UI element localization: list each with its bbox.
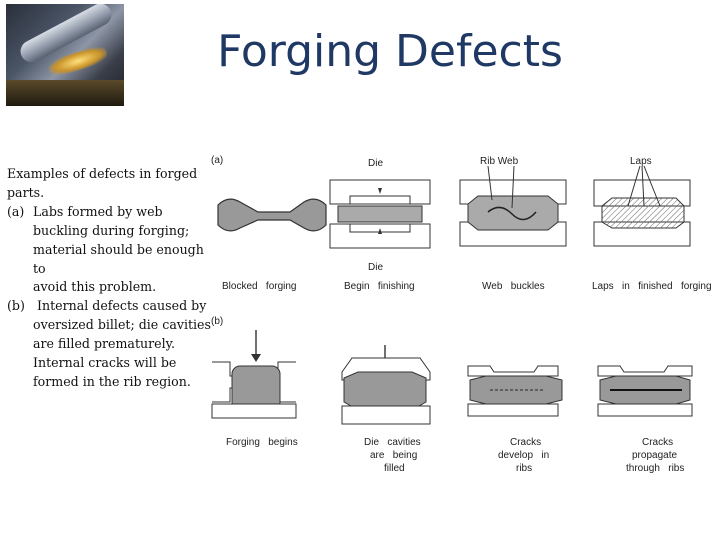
cracks-develop-die xyxy=(468,366,562,416)
caption-blocked-forging: Blocked forging xyxy=(222,281,297,292)
caption-die-cavities-line: filled xyxy=(384,463,405,474)
laps-label: Laps xyxy=(630,156,652,167)
begin-finishing-die xyxy=(330,180,430,248)
caption-cracks-propagate-line: through ribs xyxy=(626,463,684,474)
die-bottom-label: Die xyxy=(368,262,383,273)
caption-die-cavities-line: Die cavities xyxy=(364,437,421,448)
blocked-forging-part xyxy=(218,199,326,231)
caption-laps-finished: Laps in finished forging xyxy=(592,281,712,292)
cracks-propagate-die xyxy=(598,366,692,416)
caption-die-cavities-line: are being xyxy=(370,450,417,461)
caption-forging-begins: Forging begins xyxy=(226,437,298,448)
forging-begins-die xyxy=(212,330,296,418)
caption-cracks-develop-line: ribs xyxy=(516,463,532,474)
caption-cracks-develop-line: Cracks xyxy=(510,437,541,448)
caption-cracks-propagate-line: propagate xyxy=(632,450,677,461)
die-cavities-filling xyxy=(342,345,430,424)
caption-begin-finishing: Begin finishing xyxy=(344,281,415,292)
laps-die xyxy=(594,166,690,246)
caption-cracks-propagate-line: Cracks xyxy=(642,437,673,448)
figure-label-b: (b) xyxy=(211,316,223,327)
web-buckles-die xyxy=(460,166,566,246)
rib-web-label: Rib Web xyxy=(480,156,519,167)
figure-label-a: (a) xyxy=(211,155,223,166)
die-top-label: Die xyxy=(368,158,383,169)
caption-cracks-develop-line: develop in xyxy=(498,450,549,461)
caption-web-buckles: Web buckles xyxy=(482,281,545,292)
